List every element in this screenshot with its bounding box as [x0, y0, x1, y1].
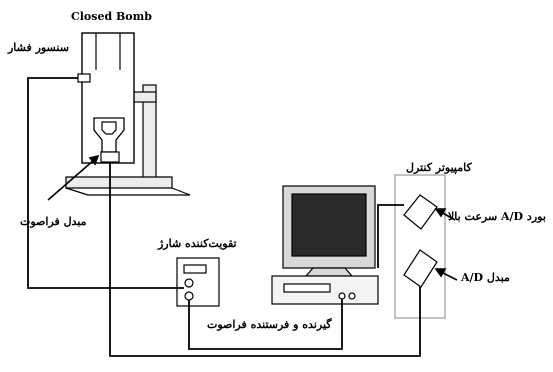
arrows [47, 154, 458, 281]
wire-sensor-amplifier [27, 77, 184, 289]
charge-amplifier-knob-2 [184, 291, 194, 301]
case-port-1 [338, 292, 346, 300]
wire-amplifier-transceiver [188, 299, 343, 350]
label-closed-bomb: Closed Bomb [71, 10, 152, 23]
label-pressure-sensor: سنسور فشار [8, 41, 69, 54]
monitor-stand [304, 267, 354, 277]
closed-bomb-apparatus [65, 32, 191, 196]
case-port-2 [348, 292, 356, 300]
charge-amplifier-box [176, 257, 220, 307]
control-computer [271, 185, 379, 305]
pressure-sensor-port [77, 73, 91, 83]
arrow-ad-converter [440, 271, 458, 281]
stand-base-shadow [65, 187, 89, 196]
high-speed-ad-card [403, 194, 438, 230]
stand-base [65, 176, 173, 189]
label-charge-amplifier: تقویت‌کننده شارژ [158, 237, 237, 250]
charge-amplifier [176, 257, 220, 307]
ad-converter-card [403, 249, 438, 288]
drive-slot [283, 283, 331, 293]
ultrasonic-transducer [100, 151, 120, 163]
charge-amplifier-display [183, 264, 207, 274]
label-high-speed-ad-board: بورد A/D سرعت بالا [448, 210, 546, 223]
label-ultrasonic-transducer: مبدل فراصوت [20, 215, 87, 228]
monitor-screen [291, 193, 367, 257]
label-ad-converter: مبدل A/D [461, 271, 510, 284]
label-control-computer: کامپیوتر کنترل [406, 161, 472, 174]
label-ultrasonic-transceiver: گیرنده و فرستنده فراصوت [207, 318, 332, 331]
arrow-transducer [47, 159, 95, 201]
wire-computer-card [377, 204, 404, 268]
wire-transducer-bottom [109, 162, 421, 357]
charge-amplifier-knob-1 [184, 278, 194, 288]
wiring [27, 77, 421, 357]
